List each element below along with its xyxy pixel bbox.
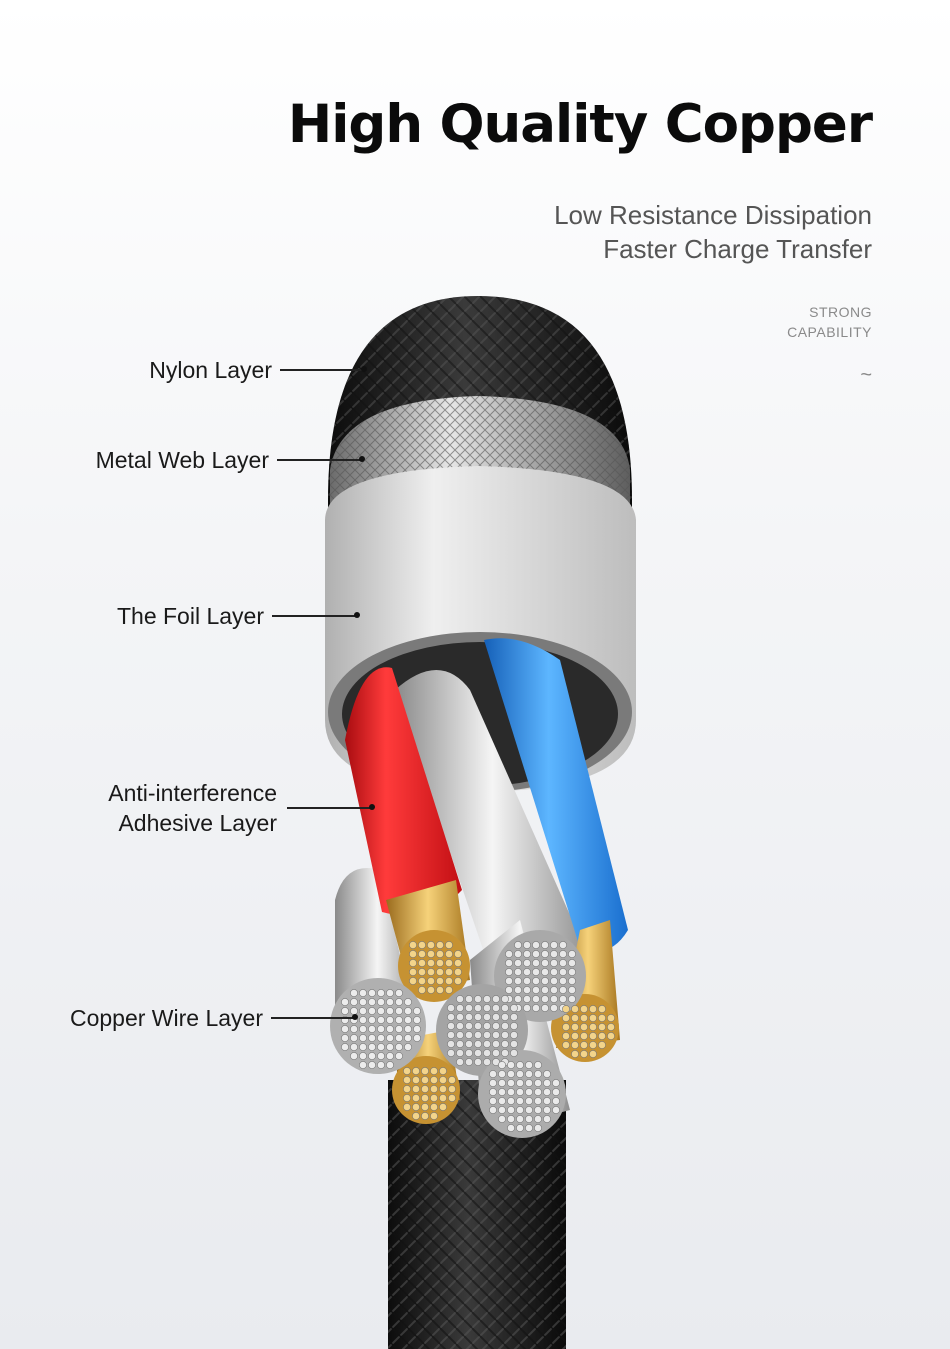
adhesive-layer-leader — [287, 807, 373, 809]
metal-web-layer-dot — [359, 456, 365, 462]
copper-wire-layer-leader — [271, 1017, 355, 1019]
adhesive-layer-label-line-1: Anti-interference — [108, 780, 277, 806]
subtitle-line-2: Faster Charge Transfer — [603, 234, 872, 264]
strand-dot-texture — [341, 941, 615, 1132]
foil-layer-dot — [354, 612, 360, 618]
copper-wire-layer-label: Copper Wire Layer — [69, 1005, 263, 1031]
strong-capability-tag: STRONG CAPABILITY — [787, 302, 872, 342]
page-title: High Quality Copper — [287, 94, 873, 155]
subtitle-line-1: Low Resistance Dissipation — [554, 200, 872, 230]
foil-layer-label: The Foil Layer — [116, 603, 264, 629]
adhesive-layer-label-line-2: Adhesive Layer — [118, 810, 277, 836]
tilde-mark: ~ — [860, 364, 872, 386]
red-wire — [345, 667, 462, 916]
blue-wire — [484, 638, 628, 952]
tag-line-1: STRONG — [809, 304, 872, 320]
nylon-layer-leader — [280, 369, 364, 371]
metal-web-layer-leader — [277, 459, 362, 461]
copper-wire-layer-dot — [352, 1014, 358, 1020]
tag-line-2: CAPABILITY — [787, 324, 872, 340]
nylon-layer-label: Nylon Layer — [149, 357, 272, 383]
nylon-layer-dot — [361, 366, 367, 372]
subtitle: Low Resistance Dissipation Faster Charge… — [554, 198, 872, 266]
adhesive-layer-label: Anti-interference Adhesive Layer — [108, 778, 277, 838]
foil-layer-leader — [272, 615, 358, 617]
adhesive-layer-dot — [369, 804, 375, 810]
metal-web-layer-label: Metal Web Layer — [95, 447, 269, 473]
